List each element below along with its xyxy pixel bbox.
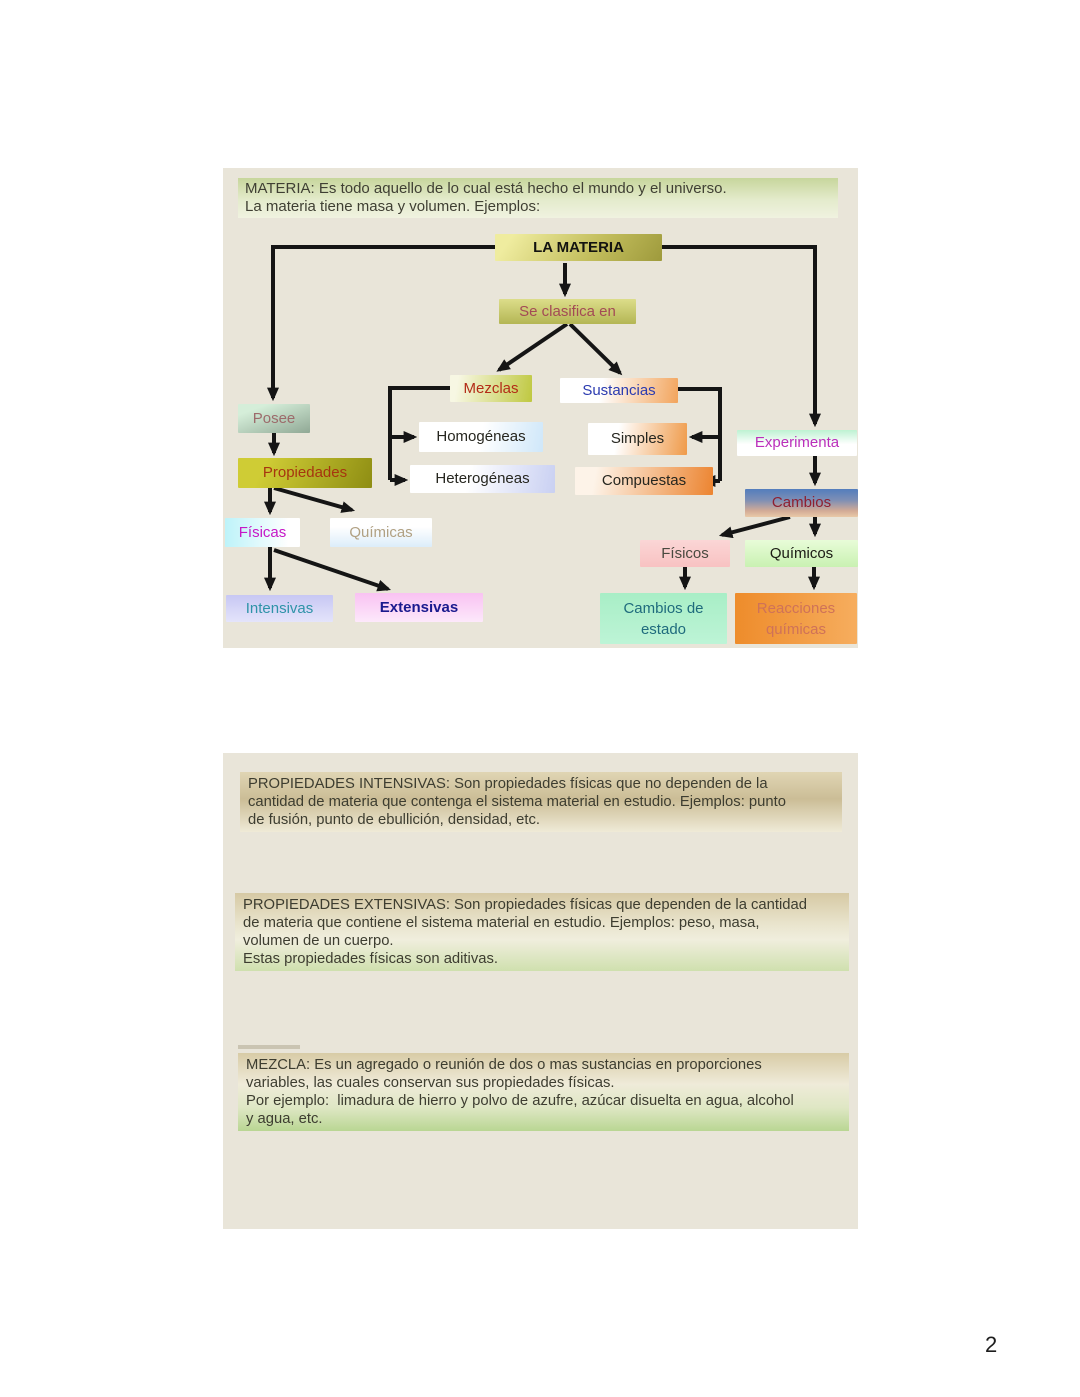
node-intensivas: Intensivas bbox=[226, 595, 333, 622]
mezcla-definition-box: MEZCLA: Es un agregado o reunión de dos … bbox=[238, 1053, 849, 1131]
arrow-clasifica-to-sustancias bbox=[568, 322, 623, 376]
extensivas-definition-box: PROPIEDADES EXTENSIVAS: Son propiedades … bbox=[235, 893, 849, 971]
arrow-propiedades-to-quimicas bbox=[273, 486, 356, 513]
node-quimicos: Químicos bbox=[745, 540, 858, 567]
node-posee: Posee bbox=[238, 404, 310, 433]
node-simples: Simples bbox=[588, 423, 687, 455]
node-extensivas: Extensivas bbox=[355, 593, 483, 622]
node-cambios-de-estado: Cambios de estado bbox=[600, 593, 727, 644]
arrow-cambios-to-fisicos bbox=[718, 515, 791, 539]
arrow-lamateria-to-experimenta bbox=[662, 245, 821, 428]
node-heterogeneas: Heterogéneas bbox=[410, 465, 555, 493]
slide-2: PROPIEDADES INTENSIVAS: Son propiedades … bbox=[223, 753, 858, 1229]
node-la-materia: LA MATERIA bbox=[495, 234, 662, 261]
node-reacciones-quimicas: Reacciones químicas bbox=[735, 593, 857, 644]
node-quimicas: Químicas bbox=[330, 518, 432, 547]
node-cambios: Cambios bbox=[745, 489, 858, 517]
arrow-clasifica-to-mezclas bbox=[496, 322, 569, 372]
node-fisicas: Físicas bbox=[225, 518, 300, 547]
node-sustancias: Sustancias bbox=[560, 378, 678, 403]
materia-definition-box: MATERIA: Es todo aquello de lo cual está… bbox=[238, 178, 838, 218]
node-compuestas: Compuestas bbox=[575, 467, 713, 495]
node-experimenta: Experimenta bbox=[737, 430, 857, 456]
page-number: 2 bbox=[985, 1332, 998, 1357]
slide-1: MATERIA: Es todo aquello de lo cual está… bbox=[223, 168, 858, 648]
node-homogeneas: Homogéneas bbox=[419, 422, 543, 452]
stray-dash bbox=[238, 1045, 300, 1049]
arrow-fisicas-to-extensivas bbox=[273, 548, 392, 592]
node-se-clasifica-en: Se clasifica en bbox=[499, 299, 636, 324]
node-propiedades: Propiedades bbox=[238, 458, 372, 488]
intensivas-definition-box: PROPIEDADES INTENSIVAS: Son propiedades … bbox=[240, 772, 842, 832]
node-fisicos: Físicos bbox=[640, 540, 730, 567]
node-mezclas: Mezclas bbox=[450, 375, 532, 402]
